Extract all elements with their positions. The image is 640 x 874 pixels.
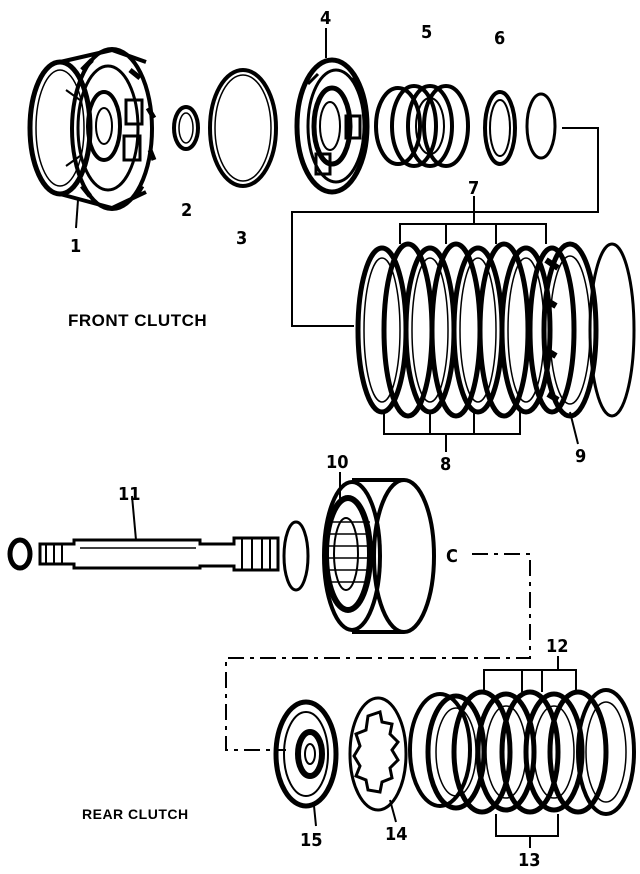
callout-8-bracket <box>383 412 521 452</box>
callout-7-bracket <box>399 196 547 244</box>
part-6-retainer <box>483 90 517 166</box>
front-snap-ring <box>525 92 557 160</box>
part-2-seal-ring <box>172 105 200 151</box>
callout-5: 5 <box>421 22 432 43</box>
callout-9: 9 <box>575 446 586 467</box>
part-5-springs <box>374 84 470 168</box>
rear-seal-ring <box>282 520 310 592</box>
callout-10: 10 <box>326 452 349 473</box>
rear-assembly-connector <box>225 553 531 751</box>
part-14-spring-retainer <box>348 696 408 823</box>
callout-6: 6 <box>494 28 505 49</box>
callout-9-leader <box>569 411 579 445</box>
callout-3: 3 <box>236 228 247 249</box>
rear-circlip <box>7 537 33 571</box>
callout-7: 7 <box>468 178 479 199</box>
callout-8: 8 <box>440 454 451 475</box>
callout-12: 12 <box>546 636 569 657</box>
front-clutch-pack <box>355 241 636 419</box>
callout-2: 2 <box>181 200 192 221</box>
connector-letter-c: C <box>446 546 458 567</box>
front-assembly-connector <box>291 127 599 327</box>
callout-13-bracket <box>495 814 559 848</box>
front-clutch-heading: FRONT CLUTCH <box>68 311 207 330</box>
rear-clutch-pack <box>408 688 636 816</box>
callout-12-bracket <box>483 656 577 692</box>
part-3-large-seal-ring <box>208 68 278 188</box>
part-1-front-clutch-drum <box>27 47 157 211</box>
part-15-rear-piston <box>273 699 339 827</box>
part-11-input-shaft <box>38 495 280 572</box>
callout-13: 13 <box>518 850 541 871</box>
part-10-rear-clutch-hub <box>322 472 436 634</box>
callout-1: 1 <box>70 236 81 257</box>
rear-clutch-heading: REAR CLUTCH <box>82 806 189 822</box>
callout-11: 11 <box>118 484 141 505</box>
callout-1-leader <box>75 199 79 229</box>
callout-14: 14 <box>385 824 408 845</box>
callout-4: 4 <box>320 8 331 29</box>
callout-15: 15 <box>300 830 323 851</box>
part-4-piston <box>294 57 370 195</box>
